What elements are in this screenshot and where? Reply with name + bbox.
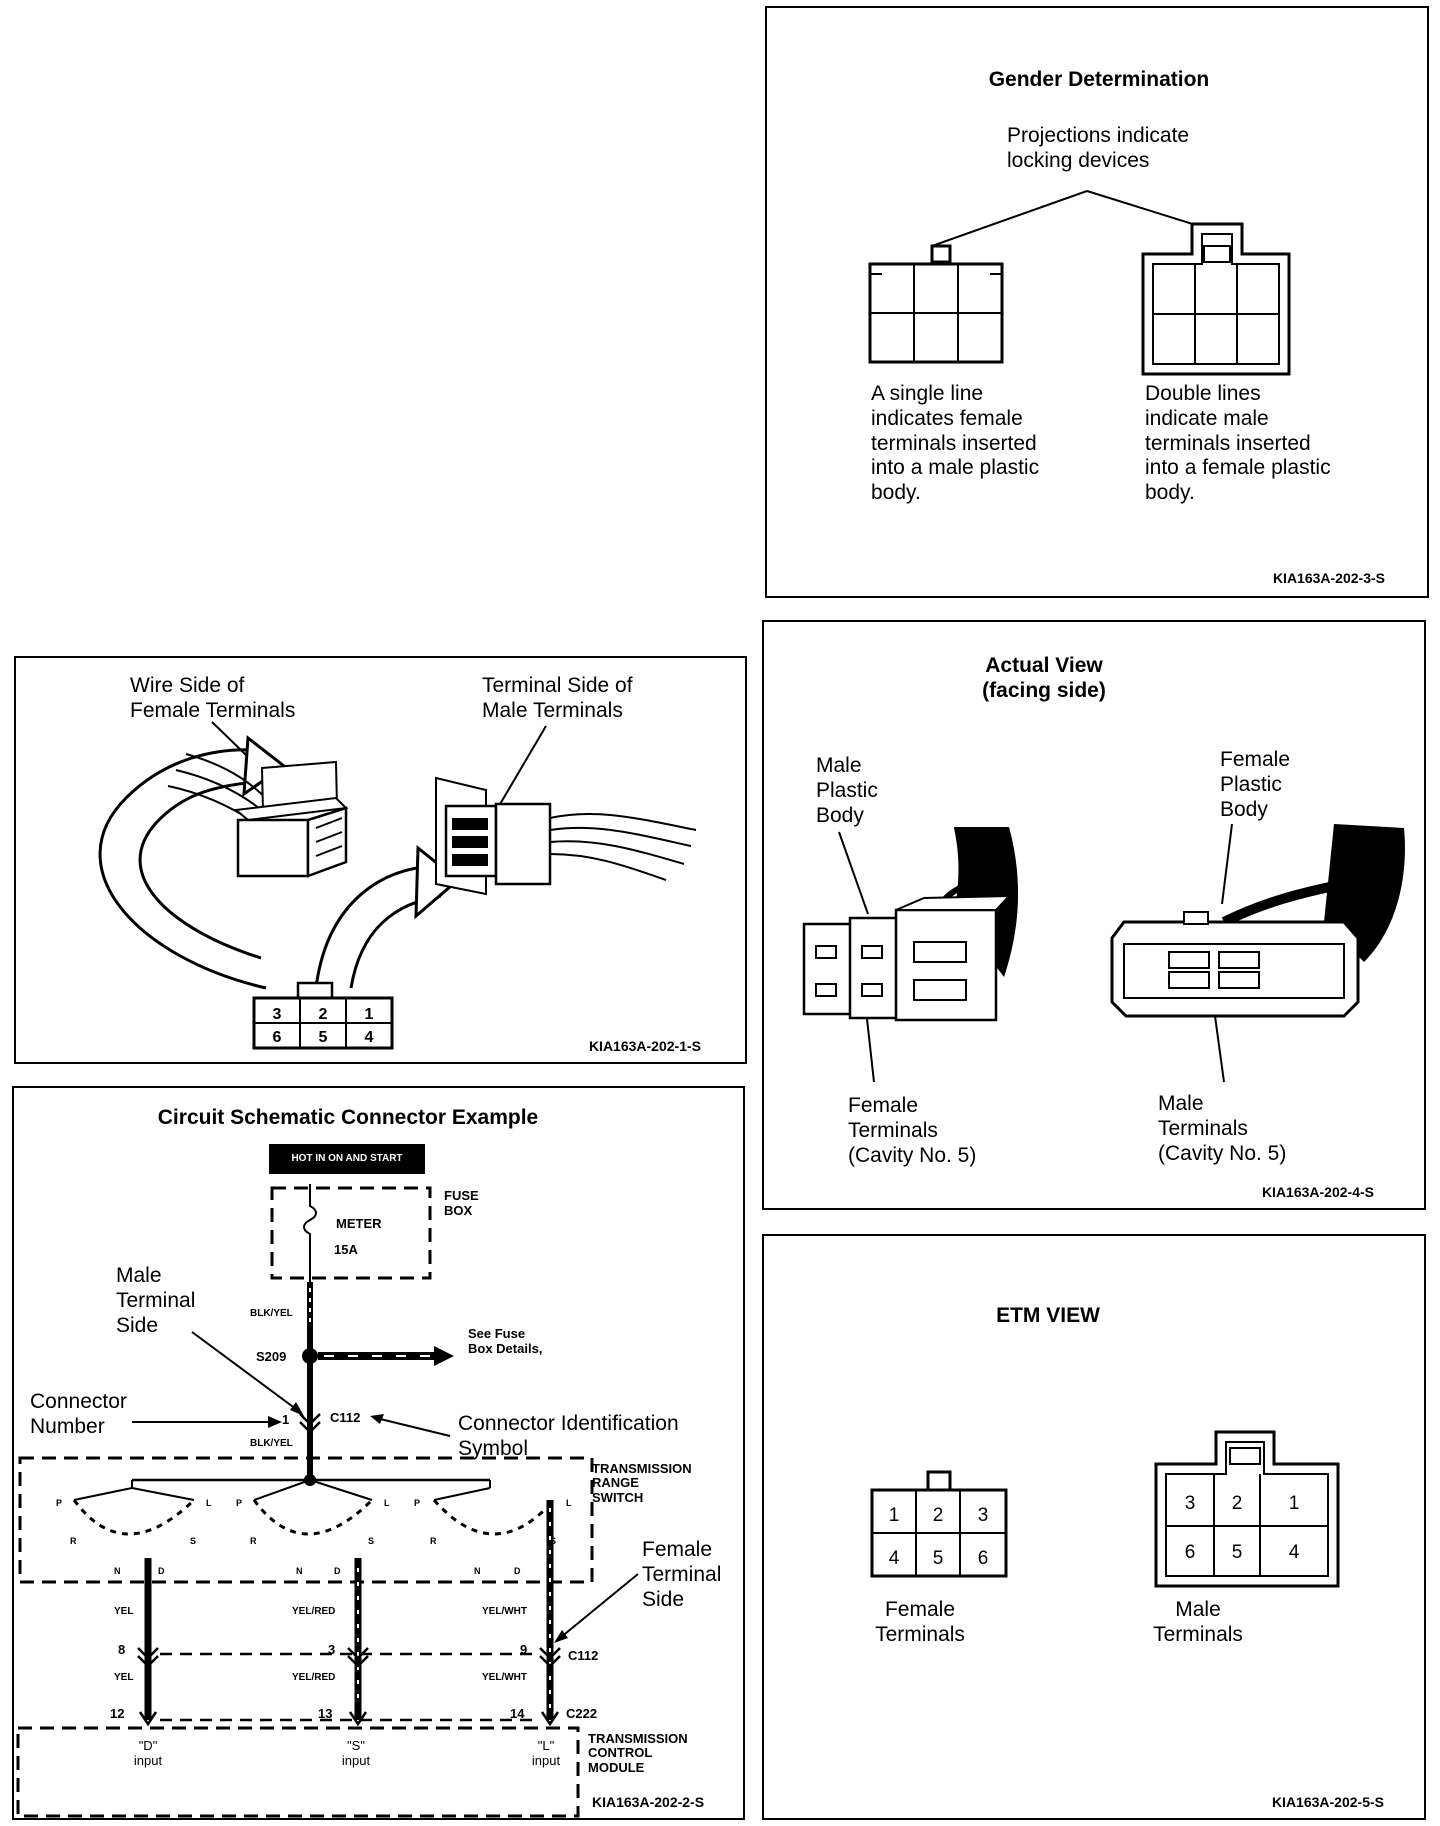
circuit-schematic-panel: Circuit Schematic Connector Example HOT … [12, 1086, 745, 1820]
wire-pin-5: 5 [319, 1029, 328, 1046]
blk-yel-label-1: BLK/YEL [250, 1308, 293, 1319]
etm-male-pin-4: 4 [1289, 1542, 1300, 1563]
wire-pin-2: 2 [319, 1006, 328, 1023]
male-terminals-label: Male Terminals (Cavity No. 5) [1158, 1092, 1287, 1165]
male-terminal-side-label: Male Terminal Side [116, 1264, 196, 1337]
sw-letter-d-1: D [158, 1566, 165, 1576]
etm-female-pin-1: 1 [889, 1505, 900, 1526]
c112-pin-3: 3 [328, 1642, 336, 1657]
sw-letter-p-1: P [56, 1498, 62, 1508]
sw-letter-n-1: N [114, 1566, 121, 1576]
wire-pin-1: 1 [365, 1006, 374, 1023]
sw-letter-d-3: D [514, 1566, 521, 1576]
etm-view-title: ETM VIEW [996, 1304, 1100, 1327]
see-fuse-label: See Fuse Box Details, [468, 1326, 543, 1357]
c222-label: C222 [566, 1706, 598, 1721]
female-terminals-label: Female Terminals (Cavity No. 5) [848, 1094, 977, 1167]
etm-view-figure-code: KIA163A-202-5-S [1271, 1794, 1384, 1810]
etm-male-pin-5: 5 [1232, 1542, 1243, 1563]
input-s-label: "S" input [341, 1738, 371, 1769]
c222-pin-13: 13 [318, 1706, 333, 1721]
female-terminal-side-label: Female Terminal Side [642, 1538, 722, 1611]
connector-identification-label: Connector Identification Symbol [458, 1412, 679, 1460]
meter-label: METER [336, 1216, 382, 1231]
sw-letter-d-2: D [334, 1566, 341, 1576]
sw-letter-l-1: L [206, 1498, 212, 1508]
sw-letter-l-3: L [566, 1498, 572, 1508]
single-line-label: A single line indicates female terminals… [871, 382, 1040, 505]
wire-side-figure-code: KIA163A-202-1-S [588, 1038, 701, 1054]
circuit-figure-code: KIA163A-202-2-S [592, 1794, 705, 1810]
sw-letter-p-2: P [236, 1498, 242, 1508]
etm-male-pin-1: 1 [1289, 1493, 1300, 1514]
sw-letter-s-2: S [368, 1536, 374, 1546]
wire-side-panel: Wire Side of Female Terminals Terminal S… [14, 656, 747, 1064]
input-l-label: "L" input [531, 1738, 561, 1769]
actual-view-panel: Actual View (facing side) Male Plastic B… [762, 620, 1426, 1210]
sw-letter-l-2: L [384, 1498, 390, 1508]
wire-side-label: Wire Side of Female Terminals [130, 674, 296, 722]
wire-pin-4: 4 [365, 1029, 374, 1046]
c112-pin-8: 8 [118, 1642, 126, 1657]
etm-connector-drawings: 1 2 3 4 5 6 3 2 1 6 5 4 [870, 1430, 1340, 1588]
etm-female-pin-6: 6 [978, 1548, 989, 1569]
c112-label-bottom: C112 [568, 1648, 599, 1663]
fuse-box-label: FUSE BOX [444, 1188, 479, 1219]
etm-male-pin-2: 2 [1232, 1493, 1243, 1514]
c112-pin-9: 9 [520, 1642, 528, 1657]
terminal-side-label: Terminal Side of Male Terminals [482, 674, 633, 722]
male-body-label: Male Plastic Body [816, 754, 878, 827]
sw-letter-n-2: N [296, 1566, 303, 1576]
female-body-label: Female Plastic Body [1220, 748, 1291, 821]
transmission-control-module-label: TRANSMISSION CONTROL MODULE [588, 1731, 688, 1775]
blk-yel-label-2: BLK/YEL [250, 1438, 293, 1449]
c222-pin-14: 14 [510, 1706, 525, 1721]
transmission-range-switch-label: TRANSMISSION RANGE SWITCH [592, 1461, 692, 1505]
gender-title: Gender Determination [988, 68, 1210, 91]
input-d-label: "D" input [133, 1738, 163, 1769]
circuit-title: Circuit Schematic Connector Example [157, 1106, 539, 1129]
actual-view-illustration [802, 823, 1405, 1083]
etm-view-panel: ETM VIEW Female Terminals Male Terminals… [762, 1234, 1426, 1820]
wire-pin-6: 6 [273, 1029, 282, 1046]
sw-letter-r-2: R [250, 1536, 257, 1546]
c222-pin-12: 12 [110, 1706, 125, 1721]
sw-letter-p-3: P [414, 1498, 420, 1508]
wire-yel-bottom: YEL [114, 1672, 134, 1683]
male-terminals-etm-label: Male Terminals [1153, 1598, 1243, 1646]
wire-yelred-top: YEL/RED [292, 1606, 336, 1617]
gender-connector-drawings [868, 190, 1291, 376]
etm-male-pin-6: 6 [1185, 1542, 1196, 1563]
actual-view-figure-code: KIA163A-202-4-S [1261, 1184, 1374, 1200]
wire-pin-3: 3 [273, 1006, 282, 1023]
etm-female-pin-5: 5 [933, 1548, 944, 1569]
sw-letter-n-3: N [474, 1566, 481, 1576]
sw-letter-r-1: R [70, 1536, 77, 1546]
etm-female-pin-4: 4 [889, 1548, 900, 1569]
sw-letter-s-1: S [190, 1536, 196, 1546]
wire-yel-top: YEL [114, 1606, 134, 1617]
c112-label: C112 [330, 1410, 361, 1425]
female-terminals-etm-label: Female Terminals [875, 1598, 965, 1646]
etm-female-pin-3: 3 [978, 1505, 989, 1526]
actual-view-title: Actual View (facing side) [982, 654, 1106, 702]
wire-yelred-bottom: YEL/RED [292, 1672, 336, 1683]
connector-number-label: Connector Number [30, 1390, 127, 1438]
projections-label: Projections indicate locking devices [1007, 124, 1190, 172]
double-line-label: Double lines indicate male terminals ins… [1145, 382, 1331, 505]
wire-side-illustration: 3 2 1 6 5 4 [98, 721, 697, 1050]
etm-male-pin-3: 3 [1185, 1493, 1196, 1514]
gender-determination-panel: Gender Determination Projections indicat… [765, 6, 1429, 598]
sw-letter-r-3: R [430, 1536, 437, 1546]
hot-label: HOT IN ON AND START [269, 1144, 425, 1174]
etm-female-pin-2: 2 [933, 1505, 944, 1526]
wire-yelwht-top: YEL/WHT [482, 1606, 527, 1617]
pin-1-label: 1 [282, 1412, 290, 1427]
gender-figure-code: KIA163A-202-3-S [1272, 570, 1385, 586]
s209-label: S209 [256, 1349, 287, 1364]
fuse-amps-label: 15A [334, 1242, 358, 1257]
circuit-schematic-drawing: P L R S N D P L R S N D P L R S N D [16, 1184, 639, 1818]
wire-yelwht-bottom: YEL/WHT [482, 1672, 527, 1683]
